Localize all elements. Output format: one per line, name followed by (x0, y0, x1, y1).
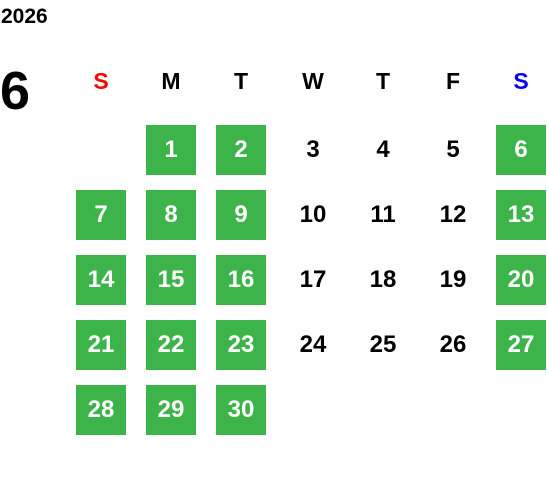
day-cell-21[interactable]: 21 (76, 320, 126, 370)
day-cell-2[interactable]: 2 (216, 125, 266, 175)
day-cell-18[interactable]: 18 (369, 266, 397, 293)
day-cell-8[interactable]: 8 (146, 190, 196, 240)
day-cell-29[interactable]: 29 (146, 385, 196, 435)
day-cell-28[interactable]: 28 (76, 385, 126, 435)
month-number: 6 (0, 61, 31, 121)
day-cell-5[interactable]: 5 (446, 136, 460, 163)
day-cell-19[interactable]: 19 (439, 266, 467, 293)
day-cell-17[interactable]: 17 (299, 266, 327, 293)
day-cell-4[interactable]: 4 (376, 136, 390, 163)
weekday-thursday: T (375, 68, 391, 94)
day-cell-27[interactable]: 27 (496, 320, 546, 370)
day-cell-11[interactable]: 11 (370, 201, 396, 228)
day-cell-23[interactable]: 23 (216, 320, 266, 370)
day-cell-16[interactable]: 16 (216, 255, 266, 305)
day-cell-14[interactable]: 14 (76, 255, 126, 305)
day-cell-15[interactable]: 15 (146, 255, 196, 305)
day-cell-26[interactable]: 26 (439, 331, 467, 358)
day-cell-25[interactable]: 25 (369, 331, 397, 358)
day-cell-13[interactable]: 13 (496, 190, 546, 240)
year-label: 2026 (1, 5, 48, 28)
day-cell-6[interactable]: 6 (496, 125, 546, 175)
weekday-sunday: S (93, 68, 109, 94)
day-cell-9[interactable]: 9 (216, 190, 266, 240)
weekday-tuesday: T (233, 68, 249, 94)
day-cell-20[interactable]: 20 (496, 255, 546, 305)
day-cell-7[interactable]: 7 (76, 190, 126, 240)
day-cell-3[interactable]: 3 (306, 136, 320, 163)
weekday-friday: F (445, 68, 461, 94)
day-cell-22[interactable]: 22 (146, 320, 196, 370)
day-cell-1[interactable]: 1 (146, 125, 196, 175)
day-cell-30[interactable]: 30 (216, 385, 266, 435)
weekday-saturday: S (513, 68, 529, 94)
weekday-monday: M (161, 68, 181, 94)
day-cell-24[interactable]: 24 (299, 331, 327, 358)
weekday-wednesday: W (302, 68, 324, 94)
day-cell-10[interactable]: 10 (299, 201, 327, 228)
day-cell-12[interactable]: 12 (439, 201, 467, 228)
